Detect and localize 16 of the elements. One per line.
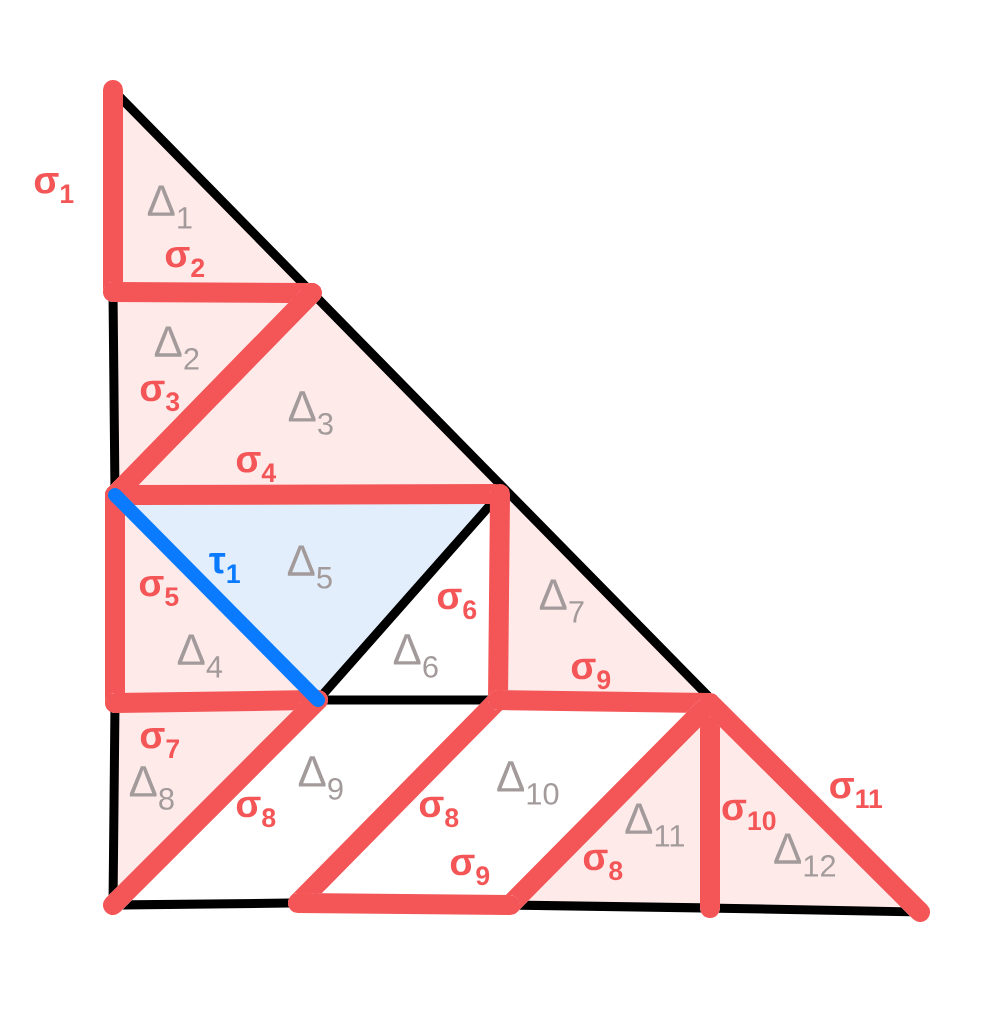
segment-label: σ$_{8}$ xyxy=(419,796,459,828)
segment-label: σ$_{8}$ xyxy=(236,796,276,828)
segment-label: σ$_{10}$ xyxy=(722,799,776,831)
segment-label: τ$_{1}$ xyxy=(209,553,240,583)
segment-label: σ$_{8}$ xyxy=(583,849,623,881)
segment-label: σ$_{9}$ xyxy=(571,658,611,690)
segment-label: σ$_{7}$ xyxy=(140,728,179,758)
segment-label: σ$_{11}$ xyxy=(830,778,883,808)
segment-label: σ$_{5}$ xyxy=(139,576,179,607)
segment-label: σ$_{4}$ xyxy=(236,452,276,482)
node-label: Δ$_{2}$ xyxy=(154,326,199,370)
segment-label: σ$_{2}$ xyxy=(165,246,205,278)
segment-label: σ$_{3}$ xyxy=(140,380,180,412)
segment-label: σ$_{1}$ xyxy=(34,173,74,203)
region-label: Δ$_{6}$ xyxy=(393,634,438,678)
segment-label: σ$_{6}$ xyxy=(437,588,477,620)
